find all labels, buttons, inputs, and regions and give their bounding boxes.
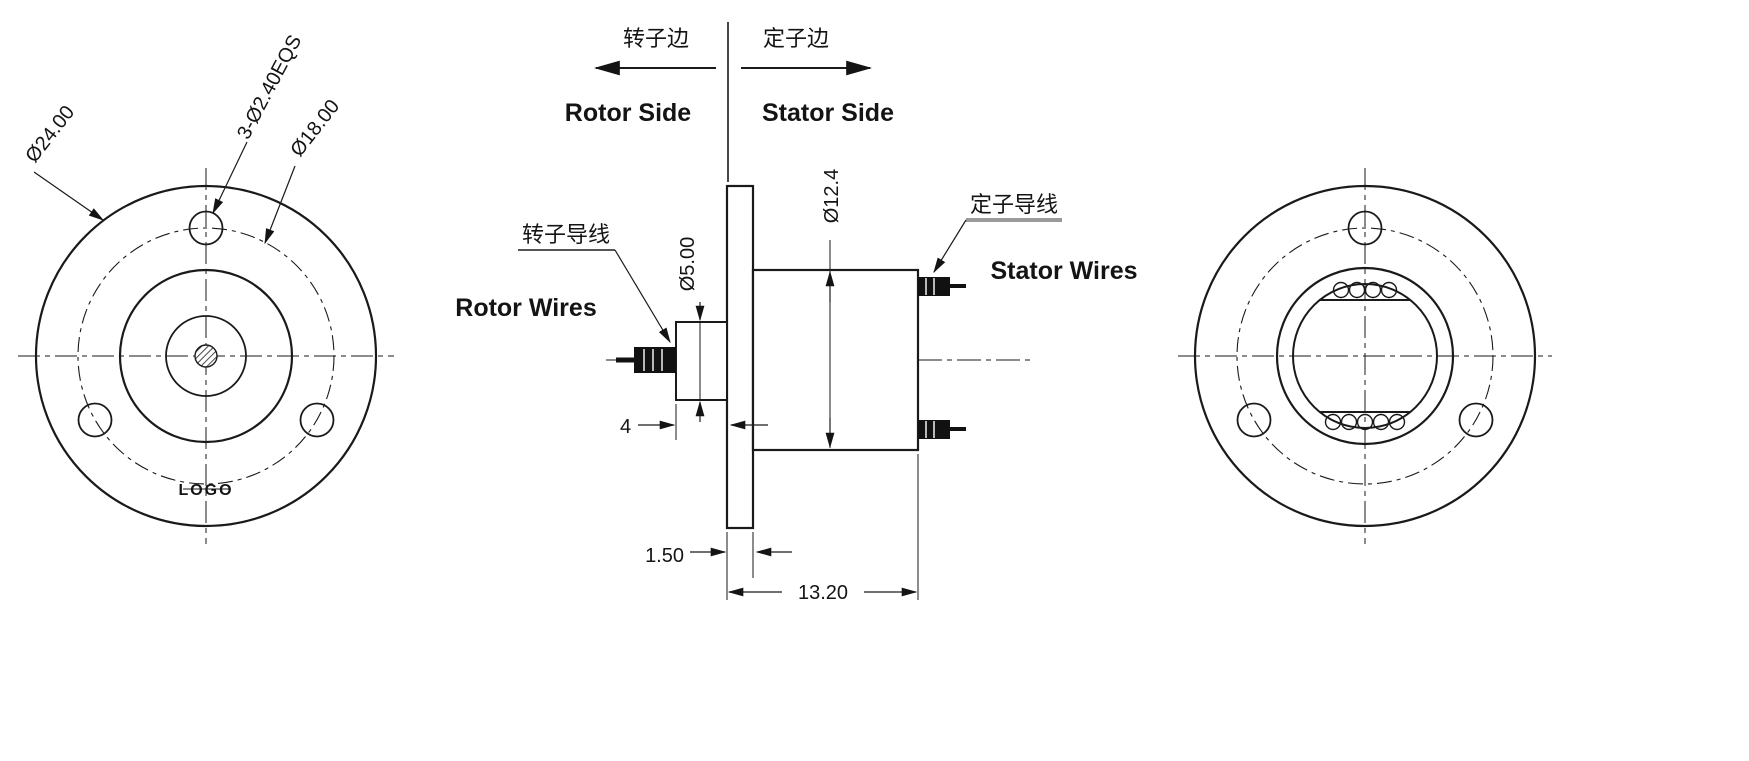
front-flange-outline bbox=[34, 184, 378, 528]
front-mount-hole-left bbox=[77, 402, 113, 438]
dimension-flange-od: Ø24.00 bbox=[21, 102, 79, 167]
stator-wires-leader bbox=[933, 219, 967, 274]
dimension-body-diameter: Ø12.4 bbox=[821, 169, 843, 223]
side-header bbox=[593, 22, 873, 182]
rotor-boss bbox=[675, 321, 728, 401]
dimension-bolt-circle: Ø18.00 bbox=[286, 96, 344, 161]
front-bolt-circle bbox=[77, 227, 335, 485]
rotor-side-label-en: Rotor Side bbox=[565, 99, 691, 127]
dimension-shaft-diameter: Ø5.00 bbox=[677, 237, 699, 291]
rear-mount-hole-right bbox=[1458, 402, 1494, 438]
dimension-flange-thickness: 1.50 bbox=[645, 545, 684, 567]
dimension-mount-holes: 3-Ø2.40EQS bbox=[233, 31, 306, 142]
front-mount-hole-right bbox=[299, 402, 335, 438]
flange-plate bbox=[725, 184, 755, 530]
rotor-wires-leader bbox=[614, 249, 671, 344]
rear-body-circle bbox=[1275, 266, 1455, 446]
rotor-side-label-cn: 转子边 bbox=[623, 26, 689, 51]
front-mount-hole-top bbox=[188, 210, 224, 246]
rotor-connector-ridges bbox=[643, 349, 663, 371]
side-view bbox=[606, 184, 1032, 530]
stator-body bbox=[751, 268, 920, 452]
stator-side-label-cn: 定子边 bbox=[763, 26, 829, 51]
leader-flange-od bbox=[33, 171, 105, 221]
dimension-shaft-length: 4 bbox=[620, 416, 631, 438]
rear-mount-hole-left bbox=[1236, 402, 1272, 438]
side-dimensions bbox=[518, 218, 1062, 600]
front-view bbox=[18, 141, 394, 544]
stator-side-label-en: Stator Side bbox=[762, 99, 894, 127]
rear-wire-bundle-top bbox=[1332, 281, 1398, 299]
leader-bolt-circle bbox=[264, 165, 296, 245]
front-center-bore bbox=[194, 344, 218, 368]
stator-wires-label-en: Stator Wires bbox=[990, 257, 1137, 285]
rear-wire-bundle-bottom bbox=[1324, 413, 1406, 431]
front-shaft-circle bbox=[165, 315, 247, 397]
rear-mount-hole-top bbox=[1347, 210, 1383, 246]
rear-flange-outline bbox=[1193, 184, 1537, 528]
front-body-circle bbox=[118, 268, 294, 444]
stator-connector-bottom-ridges bbox=[925, 421, 935, 438]
dimension-body-length: 13.20 bbox=[798, 582, 848, 604]
rear-bolt-circle bbox=[1236, 227, 1494, 485]
stator-wires-label-cn: 定子导线 bbox=[970, 192, 1058, 217]
stator-connector-top-ridges bbox=[925, 278, 935, 295]
rear-opening-circle bbox=[1292, 283, 1438, 429]
rotor-wire-connector bbox=[634, 347, 676, 373]
logo-text: LOGO bbox=[178, 482, 233, 499]
rear-view bbox=[1178, 168, 1552, 544]
rotor-wires-label-cn: 转子导线 bbox=[522, 222, 610, 247]
leader-mount-holes bbox=[212, 141, 248, 215]
rotor-wires-label-en: Rotor Wires bbox=[455, 294, 596, 322]
